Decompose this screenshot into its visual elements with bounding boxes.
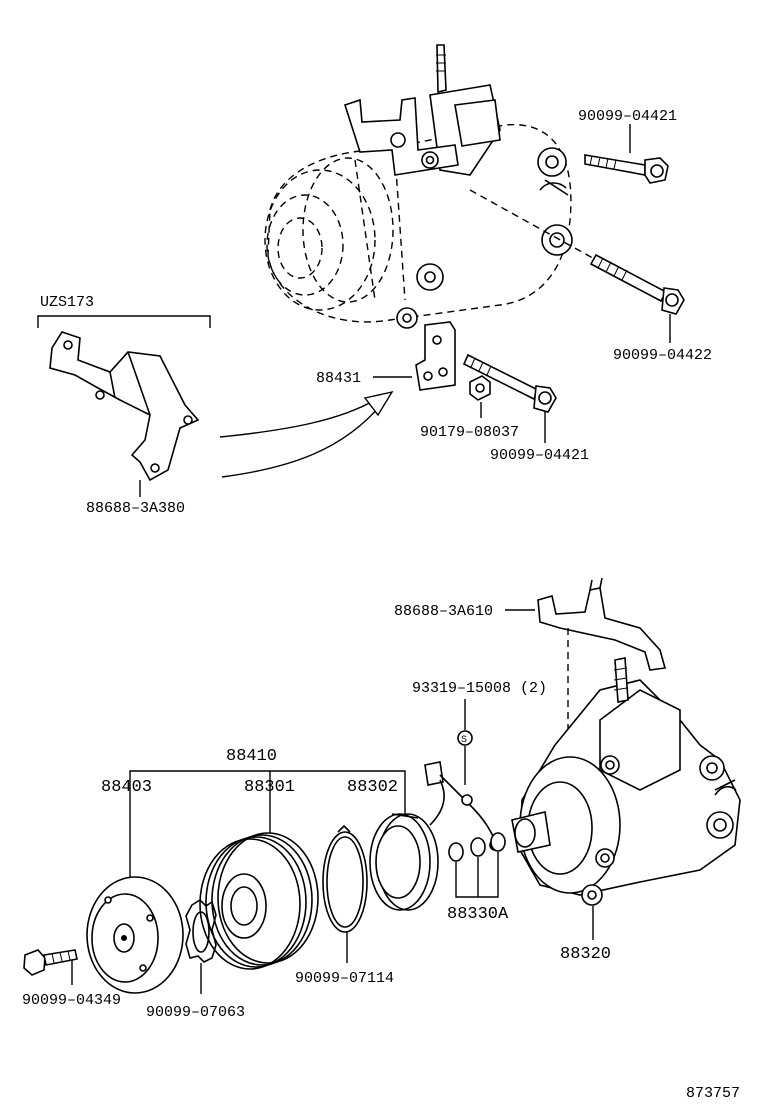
label-bolt-lower: 90099–04421 — [490, 447, 589, 464]
label-spacer-shim: 90099–07063 — [146, 1004, 245, 1021]
replacement-arrow — [219, 390, 394, 478]
label-bracket-lower: 88688–3A610 — [394, 603, 493, 620]
label-bracket-uzs: 88688–3A380 — [86, 500, 185, 517]
harness-drawing — [424, 761, 501, 851]
label-bracket-plate: 88431 — [316, 370, 361, 387]
clutch-assy-group-line — [129, 770, 406, 796]
label-model-note: UZS173 — [40, 294, 94, 311]
bracket-uzs-drawing — [49, 331, 200, 482]
snap-ring-drawing — [322, 824, 368, 933]
label-screw: 93319–15008 (2) — [412, 680, 547, 697]
shims-drawing — [448, 832, 506, 898]
label-snap-ring: 90099–07114 — [295, 970, 394, 987]
label-compressor: 88320 — [560, 945, 611, 964]
hub-drawing — [86, 876, 184, 994]
label-pulley: 88301 — [244, 778, 295, 797]
label-shims: 88330A — [447, 905, 509, 924]
bracket-lower-drawing — [537, 577, 667, 671]
label-hub: 88403 — [101, 778, 152, 797]
compressor-drawing — [511, 657, 741, 906]
label-nut: 90179–08037 — [420, 424, 519, 441]
hub-bolt-drawing — [23, 949, 78, 976]
label-clutch-assy: 88410 — [226, 747, 277, 766]
upper-compressor-drawing — [264, 44, 601, 329]
svg-text:S: S — [461, 735, 467, 746]
bracket-plate-drawing — [415, 321, 456, 391]
label-bolt-long-right: 90099–04422 — [613, 347, 712, 364]
label-diagram-code: 873757 — [686, 1085, 740, 1102]
label-bolt-upper-right: 90099–04421 — [578, 108, 677, 125]
pulley-drawing — [199, 832, 319, 970]
bolt-long-right-drawing — [589, 253, 685, 315]
model-note-bracket-line — [37, 315, 211, 328]
label-hub-bolt: 90099–04349 — [22, 992, 121, 1009]
bolt-lower-drawing — [462, 353, 557, 413]
label-stator: 88302 — [347, 778, 398, 797]
screw-drawing: S — [457, 730, 473, 785]
stator-drawing — [369, 813, 439, 911]
bolt-upper-right-drawing — [584, 154, 669, 184]
nut-drawing — [469, 375, 491, 401]
